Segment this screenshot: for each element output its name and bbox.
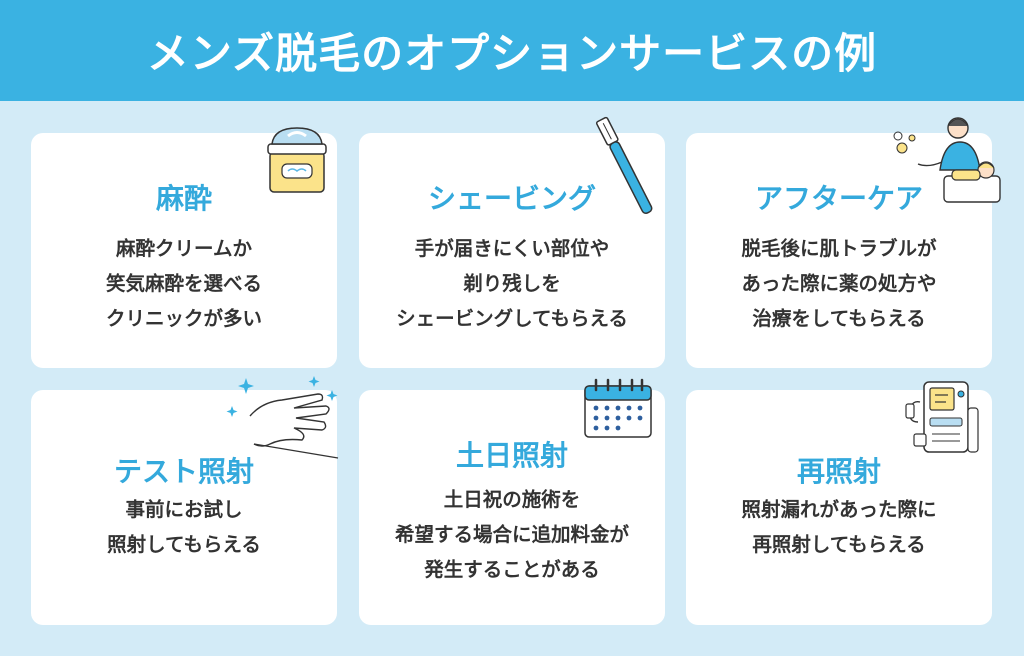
card-line: 土日祝の施術を [443,488,581,511]
razor-icon [595,116,653,214]
card-line: 脱毛後に肌トラブルが [741,237,937,260]
hand-sparkle-icon [226,376,339,459]
card-shaving: シェービング 手が届きにくい部位や 剃り残しを シェービングしてもらえる [359,133,665,368]
card-line: 発生することがある [424,558,600,581]
card-line: 笑気麻酔を選べる [105,272,262,295]
header-banner: メンズ脱毛のオプションサービスの例 [0,0,1024,101]
card-line: 希望する場合に追加料金が [394,523,629,546]
card-line: クリニックが多い [105,307,262,330]
card-description: 事前にお試し 照射してもらえる [31,492,337,562]
cream-jar-icon [267,127,327,193]
card-description: 脱毛後に肌トラブルが あった際に薬の処方や 治療をしてもらえる [686,231,992,336]
card-description: 照射漏れがあった際に 再照射してもらえる [686,492,992,562]
card-line: 照射してもらえる [107,533,261,556]
card-line: シェービングしてもらえる [396,307,628,330]
card-description: 麻酔クリームか 笑気麻酔を選べる クリニックが多い [31,231,337,336]
card-line: 照射漏れがあった際に [741,498,937,521]
card-line: 剃り残しを [463,272,561,295]
card-description: 手が届きにくい部位や 剃り残しを シェービングしてもらえる [359,231,665,336]
calendar-icon [584,378,652,438]
card-title: 麻酔 [155,182,212,215]
page-title: メンズ脱毛のオプションサービスの例 [146,29,878,78]
card-test-irradiation: テスト照射 事前にお試し 照射してもらえる [31,390,337,625]
card-line: 治療をしてもらえる [752,307,926,330]
card-aftercare: アフターケア 脱毛後に肌トラブルが あった際に薬の処方や 治療をしてもらえる [686,133,992,368]
card-line: 麻酔クリームか [116,237,252,260]
card-line: 再照射してもらえる [752,533,926,556]
card-title: 再照射 [796,455,881,488]
laser-machine-icon [905,381,979,453]
card-line: 事前にお試し [125,498,243,521]
card-line: あった際に薬の処方や [741,272,937,295]
card-description: 土日祝の施術を 希望する場合に追加料金が 発生することがある [359,482,665,587]
card-title: アフターケア [754,182,923,215]
nurse-treatment-icon [893,117,1001,203]
card-title: シェービング [427,182,596,215]
card-title: テスト照射 [113,455,254,488]
card-line: 手が届きにくい部位や [414,237,610,260]
card-title: 土日照射 [455,439,568,472]
